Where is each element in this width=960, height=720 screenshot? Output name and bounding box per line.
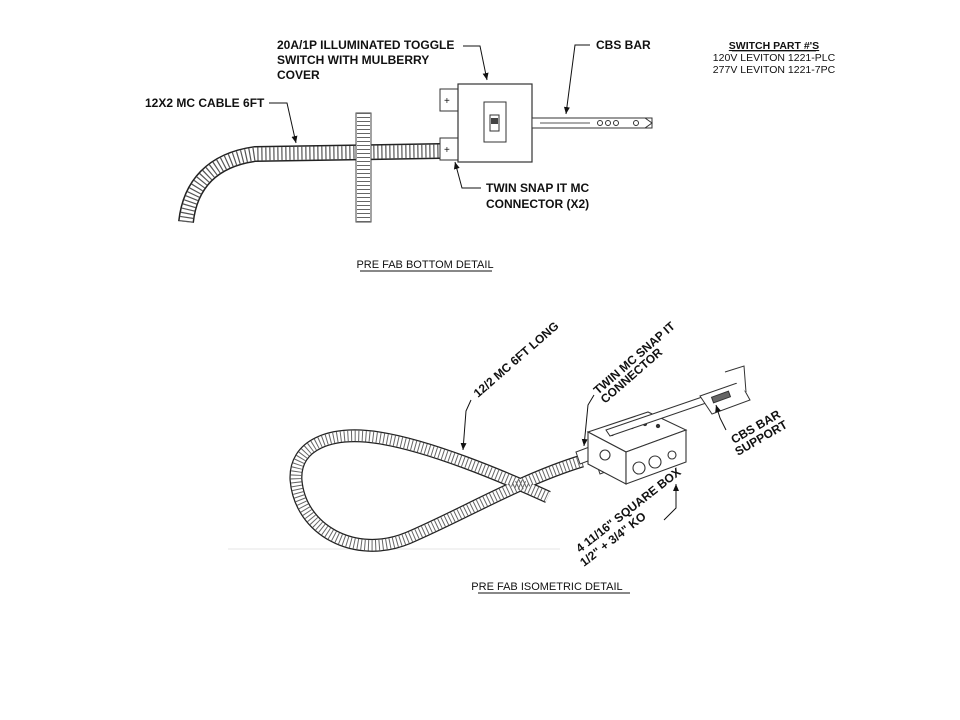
switch-label-line3: COVER: [277, 68, 320, 82]
switch-part-line: 120V LEVITON 1221-PLC: [713, 52, 836, 64]
cbs-bar-bottom: [531, 117, 653, 129]
bottom-detail: + + 20A/1P ILLUMINATED TOG: [145, 38, 836, 272]
switch-part-line: 277V LEVITON 1221-7PC: [713, 64, 836, 76]
caption-bottom-detail: PRE FAB BOTTOM DETAIL: [356, 259, 493, 271]
mc-cable-label: 12X2 MC CABLE 6FT: [145, 96, 265, 110]
stud-vertical: [355, 112, 372, 223]
square-box-iso: [586, 411, 688, 485]
cbs-bar-label: CBS BAR: [596, 38, 651, 52]
mc-cable-loop-iso: [289, 429, 584, 552]
switch-parts-title: SWITCH PART #'S: [729, 40, 819, 52]
switch-label-line1: 20A/1P ILLUMINATED TOGGLE: [277, 38, 454, 52]
switch-label-line2: SWITCH WITH MULBERRY: [277, 53, 429, 67]
leaders-bottom: [269, 44, 590, 189]
twin-snap-label-line2: CONNECTOR (X2): [486, 197, 589, 211]
caption-iso-detail: PRE FAB ISOMETRIC DETAIL: [471, 581, 622, 593]
mc-long-label: 12/2 MC 6FT LONG: [471, 319, 562, 400]
twin-mc-label-line1: TWIN MC SNAP IT: [591, 319, 679, 398]
twin-snap-label-line1: TWIN SNAP IT MC: [486, 181, 589, 195]
twin-snap-connector-bottom: + +: [439, 88, 459, 161]
cbs-bar-support-iso: [605, 365, 751, 437]
svg-text:+: +: [444, 145, 450, 156]
leaders-iso: [460, 394, 727, 521]
svg-text:+: +: [444, 96, 450, 107]
switch-box-bottom: [457, 83, 533, 163]
mc-cable-bottom: [178, 143, 441, 224]
switch-parts-note: SWITCH PART #'S 120V LEVITON 1221-PLC 27…: [713, 40, 836, 76]
isometric-detail: 12/2 MC 6FT LONG TWIN MC SNAP IT CONNECT…: [228, 319, 790, 594]
